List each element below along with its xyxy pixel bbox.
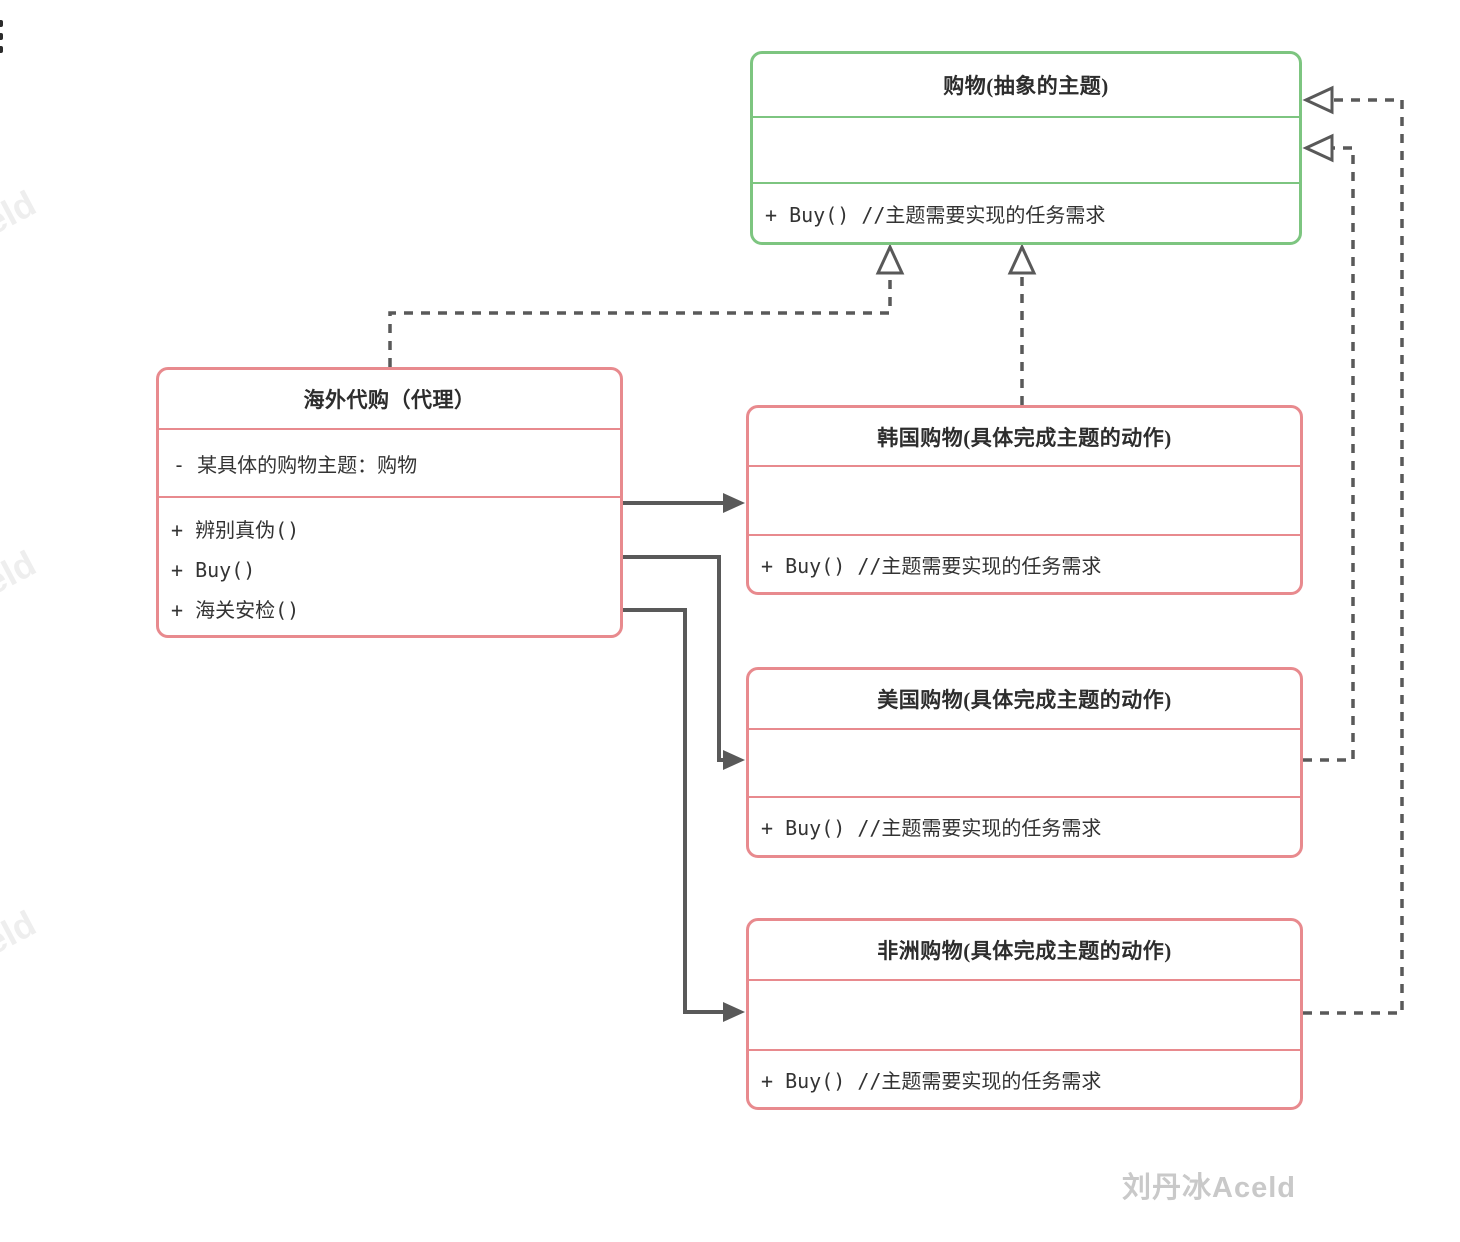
class-title: 海外代购（代理）	[303, 388, 476, 412]
method-line: + Buy() //主题需要实现的任务需求	[761, 553, 1102, 578]
class-usa: 美国购物(具体完成主题的动作) + Buy() //主题需要实现的任务需求	[746, 667, 1303, 858]
class-methods: + Buy() //主题需要实现的任务需求	[749, 1049, 1300, 1107]
class-proxy: 海外代购（代理） - 某具体的购物主题：购物 + 辨别真伪() + Buy() …	[156, 367, 623, 638]
class-attributes-empty	[749, 728, 1300, 796]
class-attributes-empty	[753, 116, 1299, 182]
class-title: 购物(抽象的主题)	[943, 74, 1109, 98]
class-abstract-subject: 购物(抽象的主题) + Buy() //主题需要实现的任务需求	[750, 51, 1302, 245]
class-methods: + Buy() //主题需要实现的任务需求	[749, 796, 1300, 855]
method-line: + Buy() //主题需要实现的任务需求	[765, 202, 1106, 227]
association-proxy-to-korea	[623, 493, 745, 513]
watermark-signature: 刘丹冰Aceld	[1122, 1172, 1296, 1204]
class-methods: + Buy() //主题需要实现的任务需求	[753, 182, 1299, 242]
class-korea: 韩国购物(具体完成主题的动作) + Buy() //主题需要实现的任务需求	[746, 405, 1303, 595]
association-proxy-to-africa	[623, 608, 745, 1022]
class-attributes-empty	[749, 465, 1300, 534]
class-methods: + 辨别真伪() + Buy() + 海关安检()	[159, 496, 620, 635]
method-line: + 海关安检()	[171, 598, 300, 622]
class-title: 非洲购物(具体完成主题的动作)	[877, 939, 1172, 963]
method-line: + Buy() //主题需要实现的任务需求	[761, 816, 1102, 840]
dependency-africa-to-abstract	[1302, 85, 1404, 1015]
class-africa: 非洲购物(具体完成主题的动作) + Buy() //主题需要实现的任务需求	[746, 918, 1303, 1110]
kebab-menu-icon[interactable]	[0, 20, 3, 53]
dependency-usa-to-abstract	[1302, 133, 1355, 762]
method-line: + Buy() //主题需要实现的任务需求	[761, 1068, 1102, 1093]
class-methods: + Buy() //主题需要实现的任务需求	[749, 534, 1300, 592]
method-line: + 辨别真伪()	[171, 518, 300, 542]
class-title: 韩国购物(具体完成主题的动作)	[877, 425, 1172, 450]
association-proxy-to-usa	[623, 555, 745, 770]
class-attributes-empty	[749, 979, 1300, 1049]
class-title: 美国购物(具体完成主题的动作)	[877, 688, 1172, 712]
realization-korea-to-abstract	[1007, 243, 1037, 405]
attribute-line: - 某具体的购物主题：购物	[173, 452, 418, 477]
method-line: + Buy()	[171, 558, 256, 582]
realization-proxy-to-abstract	[388, 243, 905, 367]
class-attributes: - 某具体的购物主题：购物	[159, 428, 620, 496]
